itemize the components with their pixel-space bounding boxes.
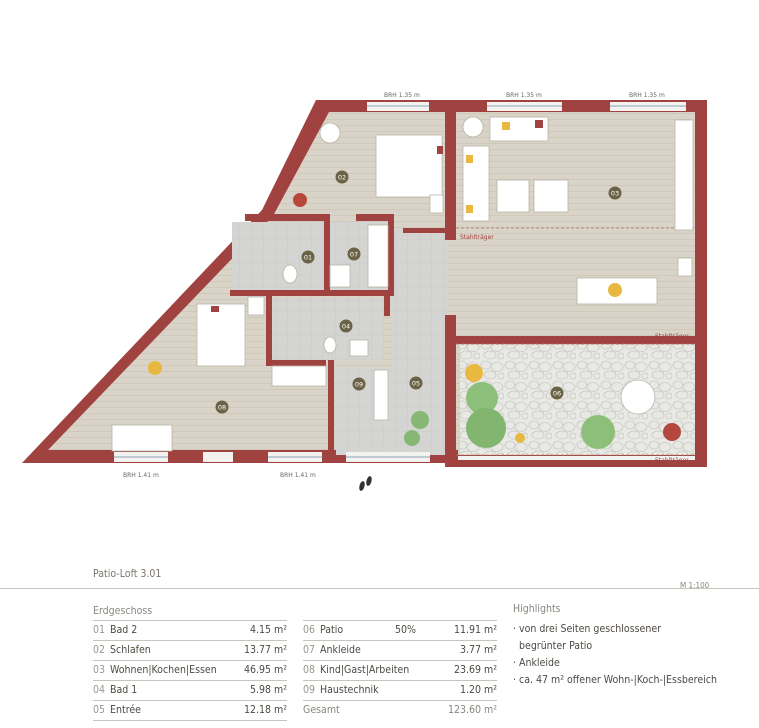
room-badge bbox=[608, 186, 622, 200]
highlight-item: begrünter Patio bbox=[519, 640, 593, 652]
room-name: Wohnen|Kochen|Essen bbox=[110, 664, 217, 676]
beam-label: Stahlträger bbox=[460, 234, 494, 241]
beam-label: Stahlträger bbox=[655, 457, 689, 464]
room-number: 02 bbox=[93, 644, 106, 656]
room-area: 5.98 m² bbox=[249, 684, 287, 696]
room-number: 08 bbox=[303, 664, 316, 676]
room-area: 11.91 m² bbox=[453, 624, 497, 636]
room-row: 06 Patio 50% 11.91 m² bbox=[303, 620, 497, 640]
room-badge-number: 01 bbox=[304, 254, 312, 262]
room-area: 3.77 m² bbox=[459, 644, 497, 656]
room-row: 02 Schlafen 13.77 m² bbox=[93, 640, 287, 660]
yellow-cushions bbox=[466, 122, 510, 213]
windows bbox=[114, 102, 695, 462]
room-area: 4.15 m² bbox=[249, 624, 287, 636]
total-area: 123.60 m² bbox=[447, 704, 497, 716]
room-area: 46.95 m² bbox=[243, 664, 287, 676]
floor-heading: Erdgeschoss bbox=[93, 605, 153, 617]
furniture bbox=[111, 116, 694, 452]
room-badge bbox=[352, 377, 366, 391]
room-number: 03 bbox=[93, 664, 106, 676]
room-area: 12.18 m² bbox=[243, 704, 287, 716]
room-name: Schlafen bbox=[110, 644, 151, 656]
room-area: 13.77 m² bbox=[243, 644, 287, 656]
room-name: Entrée bbox=[110, 704, 141, 716]
room-badge bbox=[301, 250, 315, 264]
room-row: 01 Bad 2 4.15 m² bbox=[93, 620, 287, 640]
highlights-title: Highlights bbox=[513, 603, 561, 615]
footprints-icon bbox=[359, 476, 372, 491]
room-row: 03 Wohnen|Kochen|Essen 46.95 m² bbox=[93, 660, 287, 680]
room-name: Bad 1 bbox=[110, 684, 138, 696]
room-badge-number: 05 bbox=[412, 380, 420, 388]
room-number: 06 bbox=[303, 624, 316, 636]
room-badge-number: 09 bbox=[355, 381, 363, 389]
room-badge bbox=[550, 386, 564, 400]
room-number-badges: 01 02 03 04 05 06 07 08 09 bbox=[215, 170, 622, 414]
room-name: Ankleide bbox=[320, 644, 361, 656]
room-row: 07 Ankleide 3.77 m² bbox=[303, 640, 497, 660]
room-number: 05 bbox=[93, 704, 106, 716]
room-badge bbox=[339, 319, 353, 333]
room-row: 09 Haustechnik 1.20 m² bbox=[303, 680, 497, 700]
window-label: BRH 1.41 m bbox=[280, 472, 316, 479]
window-label: BRH 1.41 m bbox=[123, 472, 159, 479]
floor-plan: 01 02 03 04 05 06 07 08 09 BRH 1.35 m BRH 1.35 m… bbox=[22, 92, 707, 491]
accent-cushions bbox=[211, 120, 543, 312]
room-table-right: 06 Patio 50% 11.91 m² 07 Ankleide 3.77 m² 08 Kin… bbox=[303, 602, 497, 720]
highlight-item: · ca. 47 m² offener Wohn-|Koch-|Essberei… bbox=[513, 674, 717, 686]
room-badge-number: 06 bbox=[553, 390, 561, 398]
room-badge-number: 02 bbox=[338, 174, 346, 182]
plan-title: Patio-Loft 3.01 bbox=[93, 568, 162, 580]
room-badge bbox=[215, 400, 229, 414]
highlights: Highlights · von drei Seiten geschlossen… bbox=[513, 603, 717, 689]
room-badge-number: 07 bbox=[350, 251, 358, 259]
total-label: Gesamt bbox=[303, 704, 340, 716]
beam-label: Stahlträger bbox=[655, 333, 689, 340]
title-divider bbox=[0, 588, 759, 589]
highlight-item: · Ankleide bbox=[513, 657, 560, 669]
scale-label: M 1:100 bbox=[680, 581, 710, 590]
room-table-left: Erdgeschoss 01 Bad 2 4.15 m² 02 Schlafen 13.7… bbox=[93, 602, 287, 721]
window-label: BRH 1.35 m bbox=[629, 92, 665, 99]
room-area: 23.69 m² bbox=[453, 664, 497, 676]
room-badge-number: 03 bbox=[611, 190, 619, 198]
room-name: Haustechnik bbox=[320, 684, 379, 696]
room-row: 05 Entrée 12.18 m² bbox=[93, 700, 287, 720]
room-share: 50% bbox=[395, 624, 416, 636]
room-badge-number: 04 bbox=[342, 323, 350, 331]
room-name: Kind|Gast|Arbeiten bbox=[320, 664, 410, 676]
room-number: 07 bbox=[303, 644, 316, 656]
interior-walls bbox=[230, 100, 696, 467]
room-row: 04 Bad 1 5.98 m² bbox=[93, 680, 287, 700]
window-label: BRH 1.35 m bbox=[506, 92, 542, 99]
highlight-item: · von drei Seiten geschlossener bbox=[513, 623, 662, 635]
total-row: Gesamt 123.60 m² bbox=[303, 700, 497, 720]
room-area: 1.20 m² bbox=[459, 684, 497, 696]
room-row: 08 Kind|Gast|Arbeiten 23.69 m² bbox=[303, 660, 497, 680]
plants bbox=[148, 193, 681, 449]
room-name: Patio bbox=[320, 624, 344, 636]
room-badge bbox=[335, 170, 349, 184]
room-badge-number: 08 bbox=[218, 404, 226, 412]
room-number: 09 bbox=[303, 684, 316, 696]
room-badge bbox=[409, 376, 423, 390]
room-badge bbox=[347, 247, 361, 261]
room-number: 01 bbox=[93, 624, 106, 636]
window-label: BRH 1.35 m bbox=[384, 92, 420, 99]
room-number: 04 bbox=[93, 684, 106, 696]
room-name: Bad 2 bbox=[110, 624, 138, 636]
